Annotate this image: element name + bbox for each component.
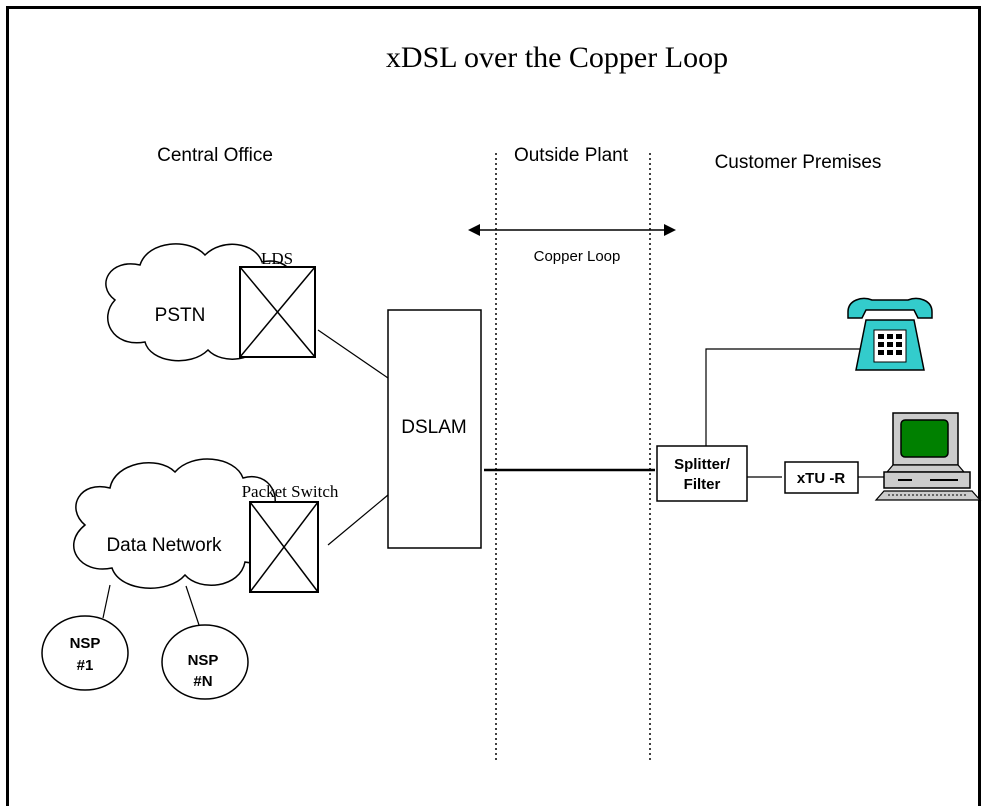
nspn-label-line1: NSP (188, 652, 219, 669)
region-central-office: Central Office (157, 145, 273, 166)
computer-icon (874, 412, 982, 501)
telephone-icon (847, 297, 933, 371)
data-network-label: Data Network (106, 535, 222, 556)
xtur-box (784, 461, 859, 494)
nsp1-node (41, 615, 129, 691)
copper-loop-arrow (468, 224, 676, 236)
nsp1-label-line1: NSP (70, 635, 101, 652)
lds-dslam-link (317, 329, 389, 379)
packet-switch-dslam-link (327, 494, 389, 546)
network-nspn-link (185, 585, 201, 629)
region-customer-premises: Customer Premises (715, 152, 882, 173)
splitter-label-line1: Splitter/ (674, 456, 731, 473)
copper-loop-label: Copper Loop (534, 248, 621, 265)
region-outside-plant: Outside Plant (514, 145, 629, 166)
lds-switch-icon (239, 266, 316, 358)
diagram-frame (6, 6, 981, 806)
dslam-box (387, 309, 482, 549)
nspn-node (161, 624, 249, 700)
lds-label: LDS (261, 249, 293, 268)
nspn-label-line2: #N (193, 673, 212, 690)
diagram-title: xDSL over the Copper Loop (386, 41, 728, 74)
xtur-label: xTU -R (797, 470, 846, 487)
data-network-cloud-icon (73, 458, 278, 589)
splitter-filter-box (656, 445, 748, 502)
packet-switch-label: Packet Switch (242, 482, 339, 501)
splitter-phone-link (705, 348, 868, 446)
splitter-label-line2: Filter (684, 476, 721, 493)
packet-switch-icon (249, 501, 319, 593)
nsp1-label-line2: #1 (77, 657, 94, 674)
network-nsp1-link (102, 584, 111, 619)
dslam-label: DSLAM (401, 417, 466, 438)
pstn-label: PSTN (155, 305, 206, 326)
